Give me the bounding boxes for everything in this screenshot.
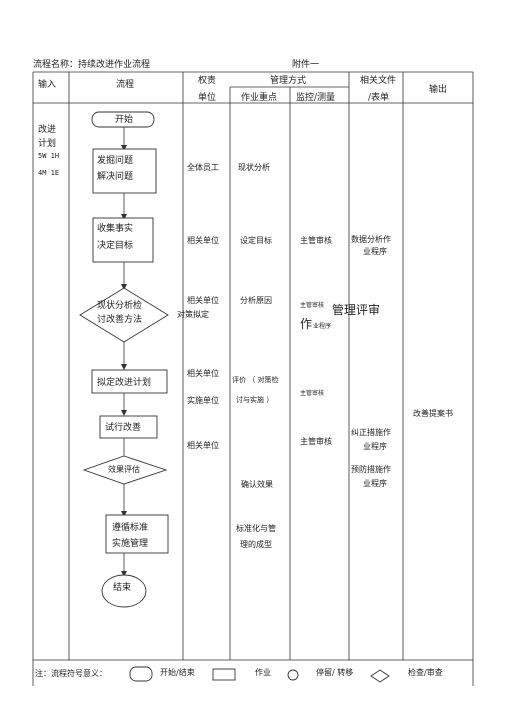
col-output: 输出 — [429, 85, 448, 95]
docs-r6a: 预防措施作 — [351, 465, 391, 474]
step2-label-b: 决定目标 — [97, 241, 134, 251]
focus-r4b: 讨与实施 ） — [236, 396, 274, 404]
step7-label-b: 实施管理 — [112, 539, 149, 549]
flow-name: 流程名称：持续改进作业流程 — [33, 60, 151, 70]
unit-r5: 相关单位 — [187, 441, 219, 450]
focus-r1: 现状分析 — [238, 163, 270, 172]
legend-check: 检查/审查 — [408, 668, 443, 677]
unit-r4b: 实施单位 — [187, 396, 219, 405]
monitor-r3a: 主管审核 — [300, 302, 325, 309]
step1-label-a: 发掘问题 — [97, 156, 134, 166]
focus-r3: 分析原因 — [240, 296, 272, 305]
legend-work-symbol — [212, 668, 236, 681]
start-label: 开始 — [115, 115, 134, 125]
step-standardize — [105, 514, 169, 554]
col-input: 输入 — [38, 80, 57, 90]
end-label: 结束 — [113, 583, 132, 593]
legend-start-end-symbol — [129, 666, 153, 682]
legend-wait-symbol — [287, 669, 299, 681]
legend-wait: 停留/ 转移 — [316, 668, 354, 677]
unit-r4a: 相关单位 — [187, 369, 219, 378]
focus-r2: 设定目标 — [240, 236, 272, 245]
col-process: 流程 — [116, 80, 135, 90]
col-rights-2: 单位 — [198, 93, 217, 103]
end-terminal — [101, 574, 147, 608]
docs-r2a: 数据分析作 — [351, 235, 391, 244]
unit-r2: 相关单位 — [187, 236, 219, 245]
step3-label-b: 讨改善方法 — [97, 315, 143, 325]
col-work-focus: 作业重点 — [241, 93, 278, 103]
unit-r1: 全体员工 — [187, 163, 219, 172]
focus-r7b: 理的成型 — [240, 540, 272, 549]
start-terminal — [91, 111, 155, 128]
col-monitor: 监控/测量 — [296, 93, 336, 103]
monitor-r5: 主管审核 — [300, 437, 332, 446]
step3-label-a: 现状分析检 — [97, 301, 143, 311]
step2-label-a: 收集事实 — [97, 224, 134, 234]
step1-label-b: 解决问题 — [97, 172, 134, 182]
step-draft-plan — [91, 369, 168, 394]
monitor-r4: 主管审核 — [300, 390, 325, 397]
input-line-3: 5W 1H — [38, 152, 60, 160]
step6-label: 效果评估 — [108, 465, 140, 474]
step-collect-facts — [92, 217, 154, 263]
focus-r4a: 评价 （ 对策检 — [232, 376, 279, 384]
step5-label: 试行改善 — [105, 423, 142, 433]
input-line-4: 4M 1E — [38, 169, 60, 177]
step-trial — [99, 415, 158, 439]
step7-label-a: 遵循标准 — [112, 523, 149, 533]
legend-work: 作业 — [255, 668, 271, 677]
col-docs-2: /表单 — [368, 93, 390, 103]
input-line-2: 计划 — [38, 139, 57, 149]
output-r1: 改善提案书 — [413, 409, 453, 418]
docs-r2b: 业程序 — [363, 247, 387, 256]
focus-r7a: 标准化与管 — [236, 524, 276, 533]
unit-r3: 相关单位 — [187, 296, 219, 305]
step4-label: 拟定改进计划 — [97, 378, 152, 388]
docs-r6b: 业程序 — [363, 479, 387, 488]
monitor-r3c-small: 业程序 — [313, 323, 332, 330]
docs-r5a: 纠正措施作 — [351, 428, 391, 437]
input-line-1: 改进 — [38, 125, 57, 135]
unit-r3b: 对策拟定 — [177, 310, 209, 319]
legend-label: 注：流程符号意义： — [35, 669, 107, 678]
step-evaluate-diamond — [82, 455, 168, 485]
col-rights-1: 权责 — [198, 76, 217, 86]
docs-r5b: 业程序 — [363, 442, 387, 451]
monitor-r3c-big: 作 — [300, 317, 313, 331]
attachment-label: 附件一 — [292, 60, 320, 70]
step-discover-problem — [92, 148, 157, 194]
legend-check-symbol — [370, 669, 390, 683]
focus-r6: 确认效果 — [241, 480, 273, 489]
step-analyze-diamond — [79, 287, 169, 343]
monitor-r3-big: 管理评审 — [332, 303, 381, 317]
legend-start-end: 开始/结束 — [160, 668, 195, 677]
col-mgmt-method: 管理方式 — [270, 76, 307, 86]
col-docs-1: 相关文件 — [360, 76, 397, 86]
monitor-r2: 主管审核 — [300, 236, 332, 245]
